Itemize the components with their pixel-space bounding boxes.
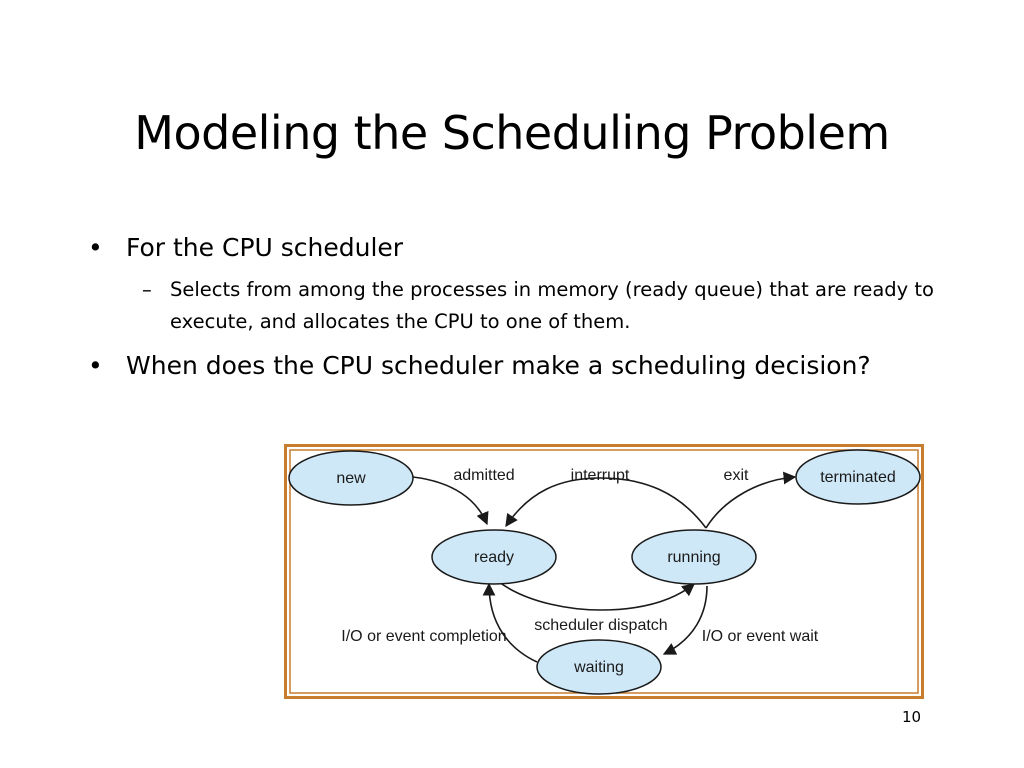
sub-bullet-item: – Selects from among the processes in me… bbox=[142, 274, 948, 338]
node-ready-label: ready bbox=[474, 549, 514, 566]
diagram-canvas: new ready running waiting terminated adm… bbox=[284, 444, 924, 699]
node-running-label: running bbox=[667, 549, 720, 566]
edge-label-admitted: admitted bbox=[453, 467, 514, 484]
node-new: new bbox=[288, 450, 414, 506]
bullet-text: When does the CPU scheduler make a sched… bbox=[126, 351, 871, 380]
node-waiting-label: waiting bbox=[573, 659, 624, 676]
edge-label-exit: exit bbox=[724, 467, 749, 484]
node-terminated: terminated bbox=[795, 449, 921, 505]
node-running: running bbox=[631, 529, 757, 585]
edge-admitted bbox=[412, 476, 489, 526]
diagram-frame-outer bbox=[284, 444, 924, 699]
edge-label-scheduler-dispatch: scheduler dispatch bbox=[534, 617, 667, 634]
node-terminated-label: terminated bbox=[820, 469, 896, 486]
edge-label-io-wait: I/O or event wait bbox=[702, 628, 819, 645]
edge-interrupt bbox=[505, 477, 707, 529]
bullet-item: • For the CPU scheduler bbox=[88, 230, 948, 266]
edge-io-wait bbox=[662, 585, 708, 655]
bullet-item: • When does the CPU scheduler make a sch… bbox=[88, 348, 948, 384]
bullet-glyph: • bbox=[88, 351, 103, 380]
edge-label-io-completion: I/O or event completion bbox=[341, 628, 506, 645]
edge-io-completion bbox=[482, 582, 538, 663]
edge-exit bbox=[705, 471, 797, 529]
bullet-text: For the CPU scheduler bbox=[126, 233, 404, 262]
page-number: 10 bbox=[902, 708, 922, 726]
process-state-diagram: new ready running waiting terminated adm… bbox=[284, 444, 924, 699]
node-waiting: waiting bbox=[536, 639, 662, 695]
bullet-list: • For the CPU scheduler – Selects from a… bbox=[88, 230, 948, 384]
bullet-glyph: • bbox=[88, 233, 103, 262]
edge-label-interrupt: interrupt bbox=[571, 467, 630, 484]
sub-bullet-glyph: – bbox=[142, 278, 152, 301]
node-ready: ready bbox=[431, 529, 557, 585]
slide-title: Modeling the Scheduling Problem bbox=[134, 106, 890, 160]
node-new-label: new bbox=[336, 470, 366, 487]
sub-bullet-text: Selects from among the processes in memo… bbox=[170, 278, 934, 333]
edge-scheduler-dispatch bbox=[498, 581, 695, 611]
